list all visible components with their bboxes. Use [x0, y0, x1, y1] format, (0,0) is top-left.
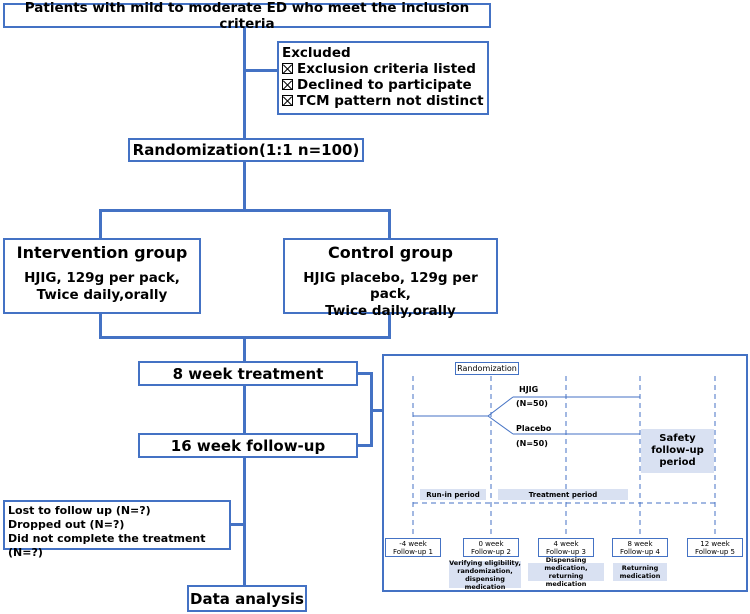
control-line1: HJIG placebo, 129g per pack,: [303, 270, 478, 302]
intervention-line1: HJIG, 129g per pack,: [24, 270, 180, 286]
analysis-text: Data analysis: [190, 589, 304, 608]
safety-period-box: Safety follow-up period: [641, 429, 714, 473]
inclusion-box: Patients with mild to moderate ED who me…: [3, 0, 491, 32]
treatment-period-bar: Treatment period: [498, 489, 628, 500]
control-line2: Twice daily,orally: [325, 303, 456, 319]
bracket-line: [357, 444, 373, 447]
excluded-item: TCM pattern not distinct: [282, 93, 487, 109]
followup-text: 16 week follow-up: [170, 436, 326, 455]
followup-box: 16 week follow-up: [138, 433, 358, 458]
intervention-title: Intervention group: [16, 243, 188, 262]
checkbox-x-icon: [282, 79, 293, 90]
excluded-box: Excluded Exclusion criteria listed Decli…: [277, 41, 489, 115]
connector-line: [99, 209, 102, 239]
hjig-n-label: (N=50): [516, 399, 548, 408]
connector-line: [99, 313, 102, 338]
analysis-box: Data analysis: [187, 585, 307, 612]
connector-line: [388, 209, 391, 239]
excluded-title: Excluded: [282, 45, 351, 61]
checkbox-x-icon: [282, 95, 293, 106]
bracket-line: [370, 409, 382, 412]
excluded-item: Exclusion criteria listed: [282, 61, 487, 77]
runin-period-bar: Run-in period: [420, 489, 486, 500]
control-title: Control group: [328, 243, 453, 262]
intervention-line2: Twice daily,orally: [36, 287, 168, 303]
placebo-n-label: (N=50): [516, 439, 548, 448]
visit-note: Dispensing medication,returning medicati…: [528, 556, 604, 588]
treatment-box: 8 week treatment: [138, 361, 358, 386]
visit-note: Verifying eligibility,randomization,disp…: [449, 558, 521, 591]
connector-line: [245, 69, 278, 72]
randomization-box: Randomization(1:1 n=100): [128, 138, 364, 162]
connector-line: [243, 385, 246, 434]
connector-line: [243, 336, 246, 362]
connector-line: [388, 313, 391, 338]
intervention-box: Intervention group HJIG, 129g per pack, …: [3, 238, 201, 314]
connector-line: [230, 523, 245, 526]
timeline-randomization-label: Randomization: [455, 362, 519, 375]
checkbox-x-icon: [282, 63, 293, 74]
lost-line: Did not complete the treatment (N=?): [8, 532, 206, 559]
treatment-text: 8 week treatment: [172, 364, 324, 383]
connector-line: [243, 161, 246, 211]
connector-line: [243, 27, 246, 139]
connector-line: [99, 209, 391, 212]
bracket-line: [357, 372, 373, 375]
connector-line: [243, 457, 246, 597]
lost-box: Lost to follow up (N=?) Dropped out (N=?…: [3, 500, 231, 559]
lost-line: Lost to follow up (N=?): [8, 504, 151, 517]
placebo-label: Placebo: [516, 424, 552, 433]
excluded-item: Declined to participate: [282, 77, 487, 93]
lost-line: Dropped out (N=?): [8, 518, 125, 531]
hjig-label: HJIG: [519, 385, 539, 394]
control-box: Control group HJIG placebo, 129g per pac…: [283, 238, 498, 319]
inclusion-text: Patients with mild to moderate ED who me…: [24, 0, 470, 32]
randomization-text: Randomization(1:1 n=100): [132, 141, 360, 159]
